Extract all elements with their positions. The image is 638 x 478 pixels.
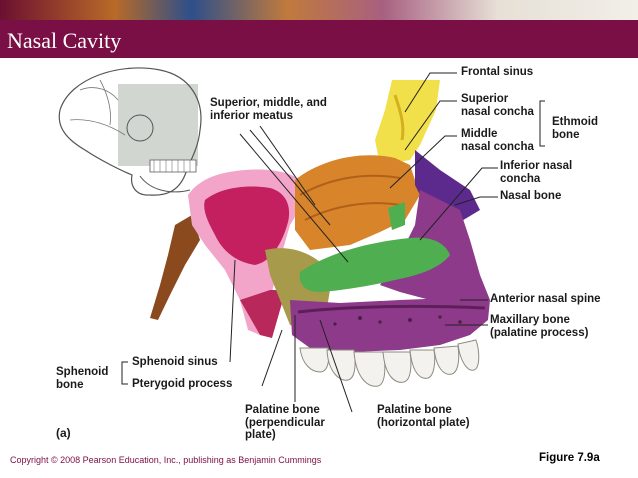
- ethmoid-region: [375, 80, 440, 165]
- middle-concha-region: [295, 155, 420, 250]
- label-maxillary-bone: Maxillary bone (palatine process): [490, 314, 589, 339]
- panel-label: (a): [56, 426, 71, 440]
- label-pterygoid-process: Pterygoid process: [132, 378, 233, 390]
- label-palatine-horizontal: Palatine bone (horizontal plate): [377, 404, 470, 429]
- label-palatine-perpendicular: Palatine bone (perpendicular plate): [245, 404, 325, 441]
- pterygoid-process-region: [150, 215, 200, 320]
- slide-title: Nasal Cavity: [7, 28, 122, 53]
- label-nasal-bone: Nasal bone: [500, 190, 562, 202]
- skull-inset: [58, 67, 202, 196]
- title-bar: [0, 20, 638, 58]
- leader-lines: [121, 72, 545, 413]
- label-middle-nasal-concha: Middle nasal concha: [461, 128, 534, 153]
- label-ethmoid-bone: Ethmoid bone: [552, 116, 598, 141]
- label-inferior-nasal-concha: Inferior nasal concha: [500, 160, 573, 185]
- label-sphenoid-bone: Sphenoid bone: [56, 366, 109, 391]
- teeth: [299, 339, 480, 387]
- figure-number: Figure 7.9a: [539, 452, 600, 464]
- inferior-concha-region: [299, 237, 450, 292]
- label-anterior-nasal-spine: Anterior nasal spine: [490, 293, 601, 305]
- decorative-banner: [0, 0, 638, 20]
- hard-palate-region: [290, 298, 490, 352]
- copyright-text: Copyright © 2008 Pearson Education, Inc.…: [10, 455, 322, 465]
- label-sphenoid-sinus: Sphenoid sinus: [132, 356, 218, 368]
- label-meatus: Superior, middle, and inferior meatus: [210, 97, 327, 122]
- label-frontal-sinus: Frontal sinus: [461, 66, 534, 78]
- label-superior-nasal-concha: Superior nasal concha: [461, 93, 534, 118]
